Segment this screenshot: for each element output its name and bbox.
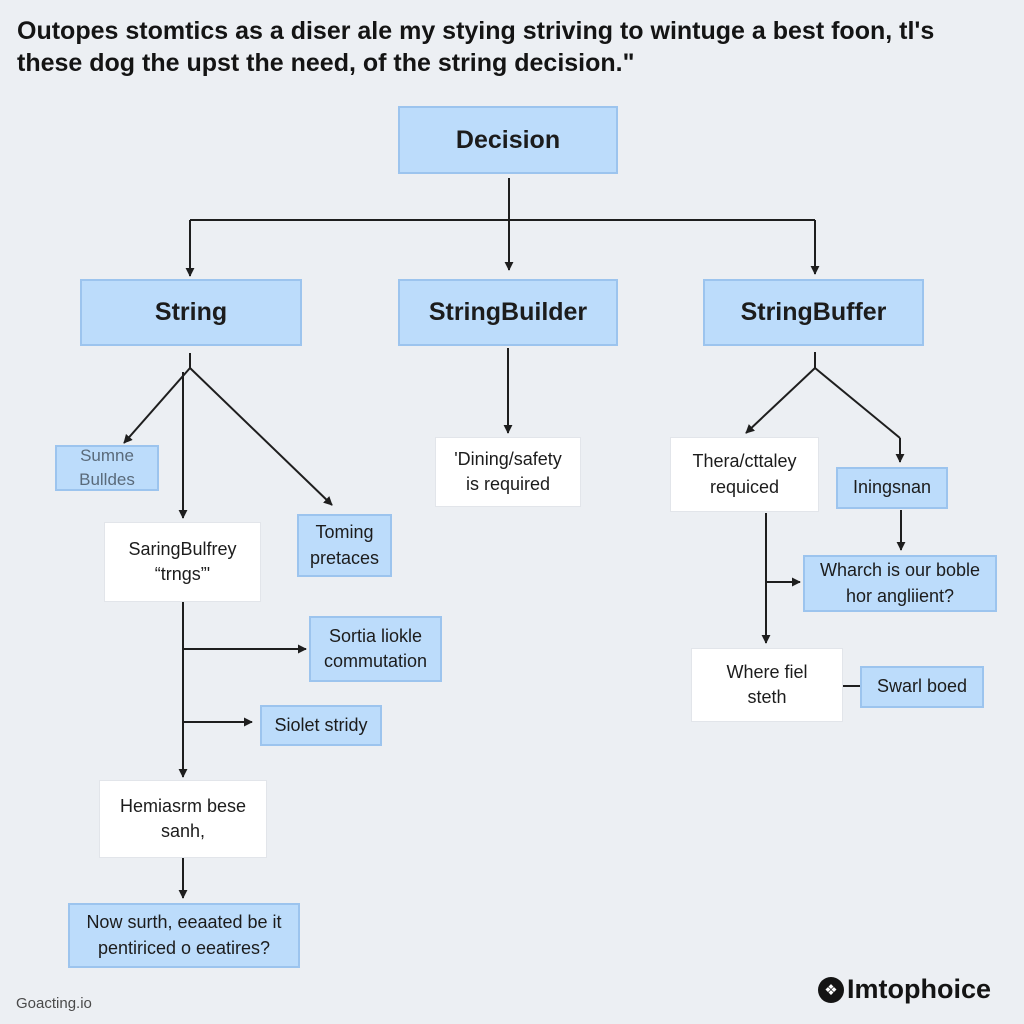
- iningsnan-node: Iningsnan: [836, 467, 948, 509]
- dining-line-1: 'Dining/safety: [454, 448, 562, 469]
- brand-name: Imtophoice: [847, 974, 992, 1004]
- thera-node: Thera/cttaley requiced: [670, 437, 819, 512]
- dining-line-2: is required: [465, 474, 551, 494]
- title-line-1: Outopes stomtics as a diser ale my styin…: [17, 17, 935, 45]
- saringbulfrey-line-1: SaringBulfrey: [128, 538, 237, 559]
- edge-stringbuffer-to-thera: [745, 367, 816, 434]
- saringbulfrey-line-2: “trngs”': [154, 564, 211, 584]
- thera-line-2: requiced: [709, 476, 780, 497]
- logo-mark-icon: ❖: [818, 976, 844, 1003]
- wharch-node: Wharch is our boble hor angliient?: [803, 555, 997, 612]
- siolet-line-1: Siolet stridy: [274, 714, 368, 735]
- nowsurth-line-2: pentiriced o eeatires?: [97, 937, 271, 958]
- hemiasrm-line-1: Hemiasrm bese: [119, 795, 247, 816]
- sumne-node: Sumne Bulldes: [55, 445, 159, 491]
- thera-line-1: Thera/cttaley: [692, 451, 797, 472]
- decision-label: Decision: [455, 125, 561, 154]
- nowsurth-line-1: Now surth, eeaated be it: [86, 912, 282, 933]
- stringbuffer-node: StringBuffer: [703, 279, 924, 346]
- wharch-line-1: Wharch is our boble: [819, 560, 981, 581]
- stringbuilder-node: StringBuilder: [398, 279, 618, 346]
- toming-line-2: pretaces: [309, 547, 380, 568]
- string-node: String: [80, 279, 302, 346]
- brand-logo: ❖ Imtophoice: [818, 974, 991, 1005]
- wherefiel-line-1: Where fiel: [726, 661, 808, 682]
- wherefiel-node: Where fiel steth: [691, 648, 843, 722]
- swarl-node: Swarl boed: [860, 666, 984, 708]
- sumne-line-1: Sumne: [80, 446, 134, 466]
- siolet-node: Siolet stridy: [260, 705, 382, 746]
- hemiasrm-line-2: sanh,: [160, 821, 206, 841]
- string-label: String: [154, 298, 228, 326]
- sortia-line-2: commutation: [323, 651, 428, 671]
- saringbulfrey-node: SaringBulfrey “trngs”': [104, 522, 261, 602]
- toming-node: Toming pretaces: [297, 514, 392, 577]
- swarl-line-1: Swarl boed: [876, 676, 968, 697]
- edge-string-to-sumne: [123, 367, 191, 444]
- wherefiel-line-2: steth: [747, 687, 787, 707]
- edge-stringbuffer-right: [814, 367, 901, 439]
- sortia-line-1: Sortia liokle: [328, 625, 423, 646]
- toming-line-1: Toming: [315, 522, 374, 543]
- iningsnan-line-1: Iningsnan: [852, 477, 932, 498]
- decision-node: Decision: [398, 106, 618, 174]
- sortia-node: Sortia liokle commutation: [309, 616, 442, 682]
- stringbuffer-label: StringBuffer: [740, 298, 887, 326]
- dining-node: 'Dining/safety is required: [435, 437, 581, 507]
- hemiasrm-node: Hemiasrm bese sanh,: [99, 780, 267, 858]
- edge-string-to-toming: [189, 367, 333, 506]
- stringbuilder-label: StringBuilder: [428, 298, 588, 326]
- wharch-line-2: hor angliient?: [845, 585, 955, 606]
- title-line-2: these dog the upst the need, of the stri…: [17, 49, 635, 77]
- sumne-line-2: Bulldes: [79, 470, 135, 489]
- nowsurth-node: Now surth, eeaated be it pentiriced o ee…: [68, 903, 300, 968]
- source-credit: Goacting.io: [16, 995, 92, 1012]
